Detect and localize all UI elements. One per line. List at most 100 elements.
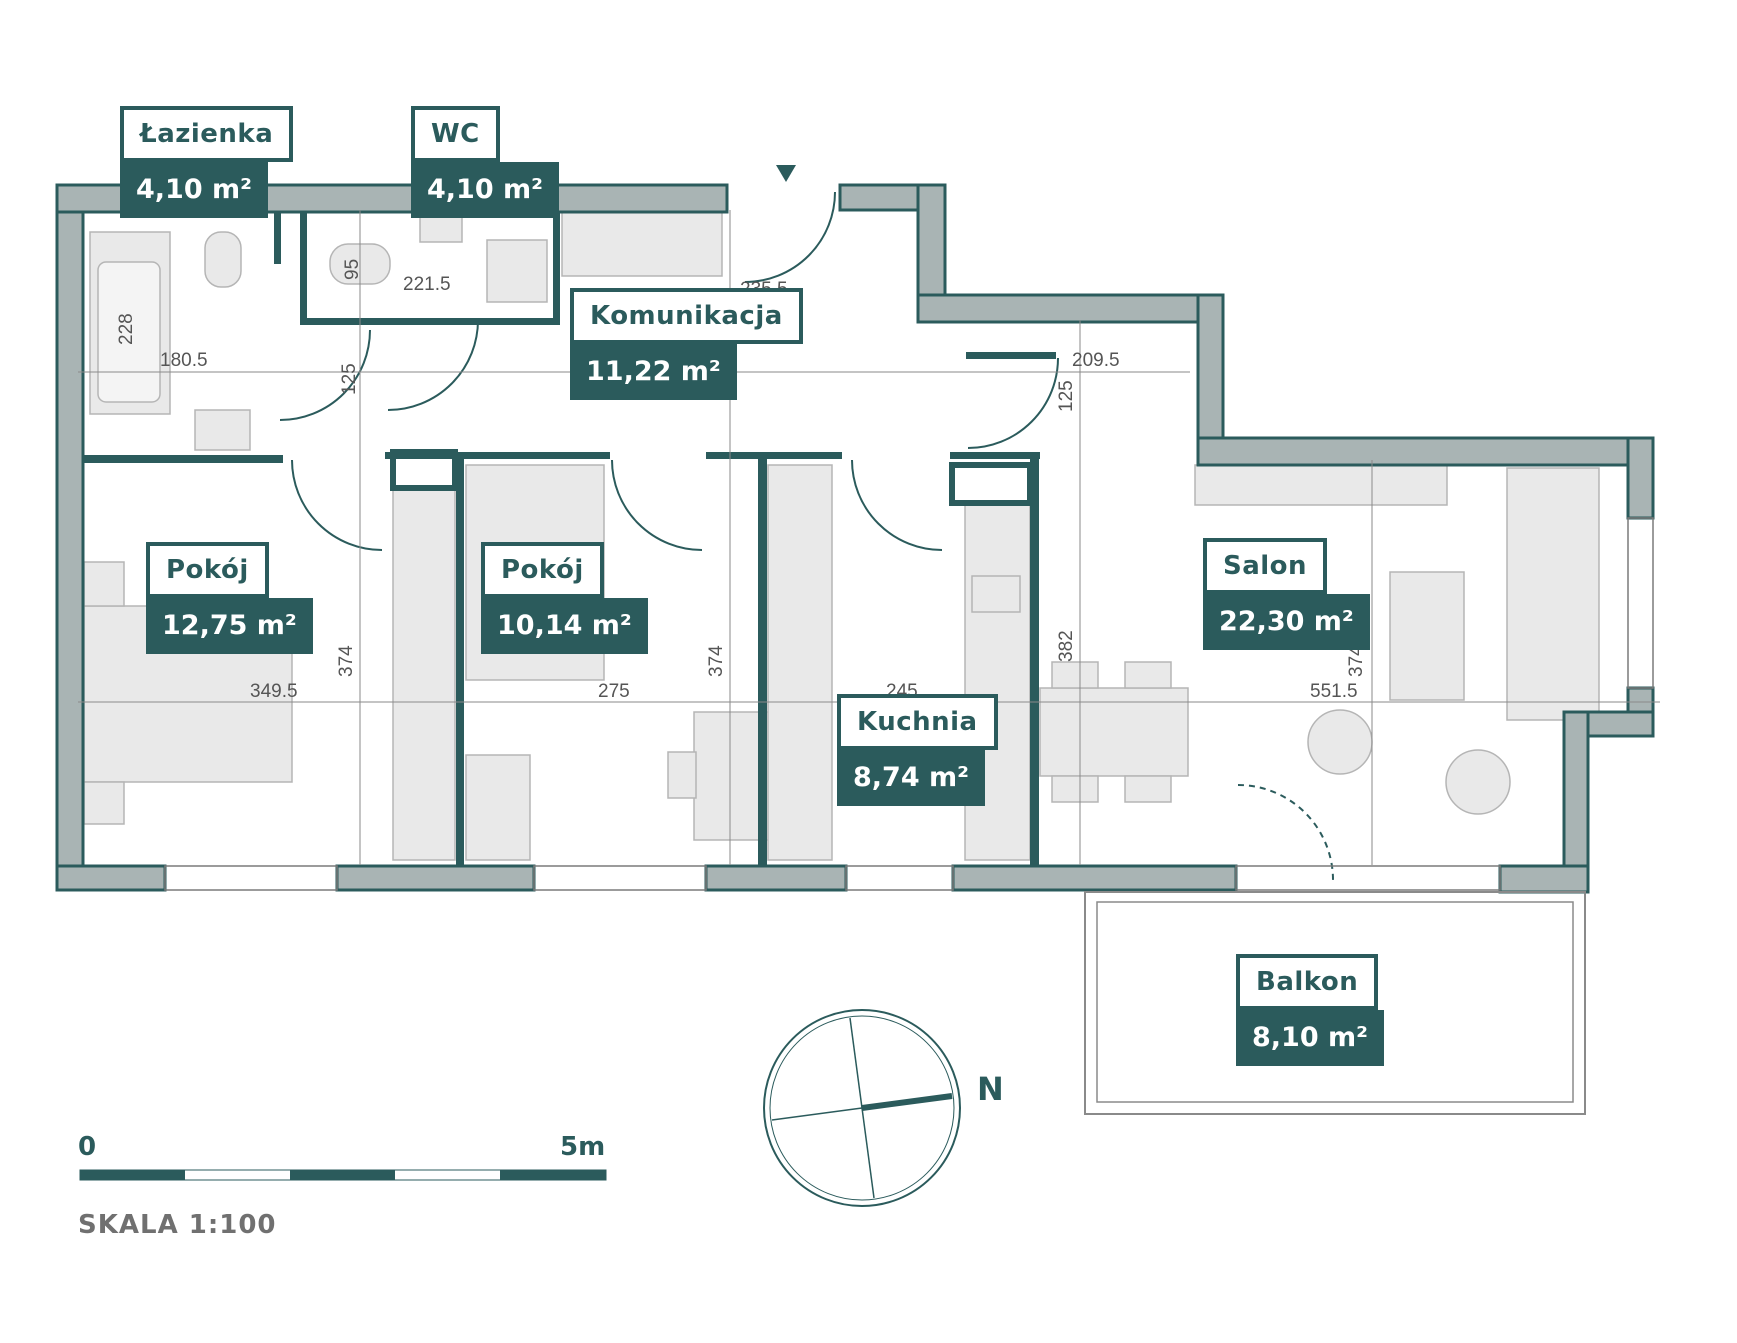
scale-start-label: 0 [78,1132,97,1162]
partition-rooms-top-2 [706,452,842,459]
room-tag-salon: Salon 22,30 m² [1203,538,1370,650]
room1-nightstand-bottom [83,781,125,825]
room-name: Salon [1203,538,1328,594]
dim-room2-height: 374 [706,645,727,677]
dim-kitchen-height: 382 [1056,630,1077,662]
room1-wardrobe [392,489,456,861]
room-area: 4,10 m² [120,162,268,218]
bathroom-sink [194,409,251,451]
window-kitchen [845,865,954,891]
window-balcony-door [1235,865,1501,891]
partition-room1-room2 [456,452,464,867]
salon-tv-unit [1194,464,1448,506]
wall-salon-top [1196,436,1655,467]
partition-rooms-top [385,452,610,459]
door-room2 [611,459,703,551]
room-tag-balkon: Balkon 8,10 m² [1236,954,1384,1066]
partition-kitchen-box [949,462,1033,506]
wall-left [55,183,85,892]
partition-hall-small [966,352,1056,359]
wall-salon-bottom-right [1498,864,1590,894]
room-name: Balkon [1236,954,1379,1010]
wall-hall-top [916,293,1225,324]
room2-wardrobe-bottom [465,754,531,861]
dim-bath-width: 180.5 [160,350,208,371]
wc-toilet [204,231,242,288]
compass-icon [763,1009,961,1207]
room-name: Pokój [481,542,604,598]
partition-wc-bottom [300,318,560,325]
dim-salon-height: 374 [1346,645,1367,677]
dining-chair-1 [1051,661,1099,689]
salon-sofa [1506,467,1600,721]
dining-chair-4 [1124,775,1172,803]
wall-bottom-4 [951,864,1238,892]
dim-wc-toilet: 95 [342,259,363,280]
wall-entry-pillar [916,183,947,299]
dim-salon-width: 551.5 [1310,681,1358,702]
room1-nightstand-top [83,561,125,607]
room-area: 8,10 m² [1236,1010,1384,1066]
dim-hall-1: 125 [339,363,360,395]
room-name: Pokój [146,542,269,598]
dim-room1-height: 374 [336,645,357,677]
wall-bottom-3 [704,864,848,892]
hall-wardrobe [561,207,723,277]
dim-hall-2: 125 [1056,380,1077,412]
room-area: 10,14 m² [481,598,648,654]
partitions [83,212,1056,867]
door-salon [967,357,1059,449]
balcony-inner [1096,901,1574,1103]
partition-bath-bottom [83,455,283,463]
kitchen-counter [964,504,1031,861]
door-wc [387,319,479,411]
salon-coffee-table [1389,571,1465,701]
kitchen-sink [971,575,1021,613]
dim-room1-width: 349.5 [250,681,298,702]
partition-kitchen-left [950,452,1040,459]
armchair-1 [1307,709,1373,775]
room-area: 4,10 m² [411,162,559,218]
room-area: 22,30 m² [1203,594,1370,650]
room-name: Komunikacja [570,288,803,344]
room-tag-kuchnia: Kuchnia 8,74 m² [837,694,998,806]
room-area: 12,75 m² [146,598,313,654]
bathtub-inner [97,261,161,403]
partition-bath-wc [274,212,281,264]
partition-room2-kitchen [758,452,767,867]
scale-title: SKALA 1:100 [78,1210,277,1240]
dining-chair-2 [1124,661,1172,689]
door-kitchen [851,459,943,551]
dim-wc-width: 221.5 [403,274,451,295]
compass-north-label: N [977,1070,1004,1108]
partition-wc-hall [553,212,560,324]
armchair-2 [1445,749,1511,815]
balcony-outline [1084,891,1586,1115]
room-name: WC [411,106,500,162]
door-bath [279,329,371,421]
door-entry [744,191,836,283]
partition-kitchen-right [1030,452,1039,867]
wall-salon-step-down [1562,710,1590,894]
window-room2 [533,865,707,891]
wall-salon-right-upper [1626,436,1655,520]
partition-room1-wardrobe [390,449,458,491]
room-tag-pokoj-1: Pokój 12,75 m² [146,542,313,654]
scale-end-label: 5m [560,1132,606,1162]
dim-bath-height: 228 [116,313,137,345]
entry-arrow-icon [776,165,796,182]
dim-hall-right: 209.5 [1072,350,1120,371]
dining-table [1039,687,1189,777]
windows [164,517,1654,891]
washing-machine [486,239,548,303]
door-room1 [291,459,383,551]
room-area: 8,74 m² [837,750,985,806]
window-salon-side [1627,517,1654,689]
dining-chair-3 [1051,775,1099,803]
room-area: 11,22 m² [570,344,737,400]
room-tag-wc: WC 4,10 m² [411,106,559,218]
room-tag-komunikacja: Komunikacja 11,22 m² [570,288,803,400]
room2-chair [667,751,697,799]
partition-bath-wc-2 [300,212,307,324]
